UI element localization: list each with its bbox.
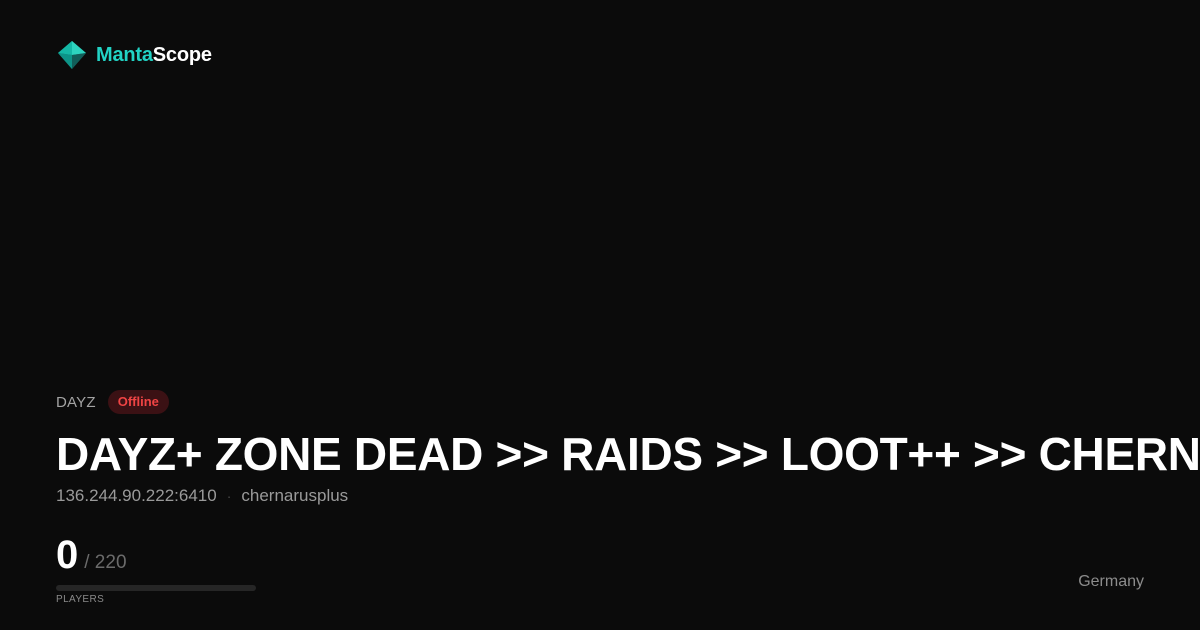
- game-name: DAYZ: [56, 393, 96, 411]
- players-block: 0 / 220 PLAYERS: [56, 533, 256, 605]
- players-label: PLAYERS: [56, 594, 105, 605]
- server-meta-row: DAYZ Offline: [56, 389, 169, 415]
- diamond-gem-logo-icon: [58, 41, 86, 69]
- server-address[interactable]: 136.244.90.222:6410: [56, 486, 217, 505]
- brand-logo[interactable]: MantaScope: [56, 40, 212, 70]
- players-progress-bar: [56, 585, 256, 591]
- players-count: 0 / 220: [56, 533, 256, 577]
- server-address-row: 136.244.90.222:6410 · chernarusplus: [56, 485, 348, 507]
- status-badge: Offline: [107, 390, 169, 414]
- separator-dot: ·: [226, 488, 232, 504]
- server-map: chernarusplus: [241, 486, 349, 505]
- players-current: 0: [56, 533, 79, 577]
- brand-name-part1: Manta: [96, 44, 153, 66]
- brand-name: MantaScope: [96, 40, 212, 70]
- server-country: Germany: [1078, 573, 1144, 590]
- brand-name-part2: Scope: [152, 44, 212, 66]
- server-title: DAYZ+ ZONE DEAD >> RAIDS >> LOOT++ >> CH…: [56, 428, 1200, 480]
- players-max: / 220: [84, 552, 127, 573]
